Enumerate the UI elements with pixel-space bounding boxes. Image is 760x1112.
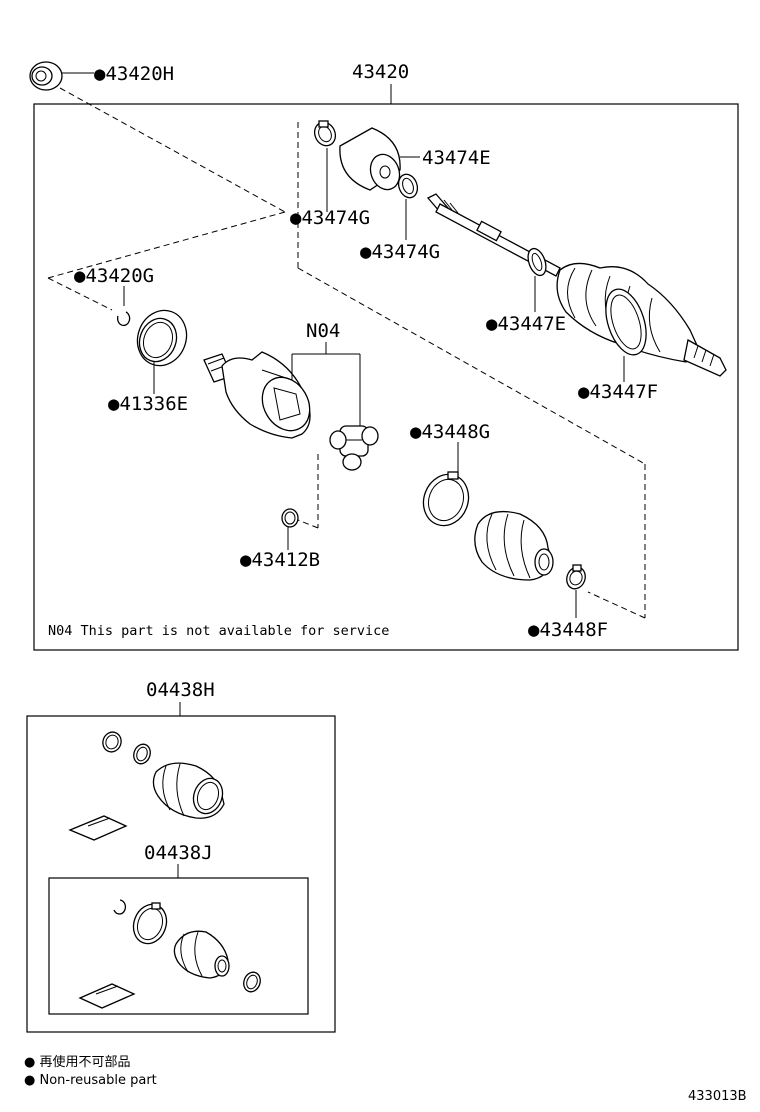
callout-43420G[interactable]: ●43420G <box>74 265 154 287</box>
callout-43474E[interactable]: 43474E <box>422 147 491 169</box>
N04-leaders <box>291 342 361 426</box>
callout-43474G-right[interactable]: ●43474G <box>360 241 440 263</box>
callout-43420H[interactable]: ●43420H <box>94 63 174 85</box>
callout-41336E[interactable]: ●41336E <box>108 393 188 415</box>
clamp-43448F[interactable] <box>564 564 588 592</box>
kit-outer-clamp-2[interactable] <box>131 742 153 766</box>
callout-43447F[interactable]: ●43447F <box>578 381 658 403</box>
boot-kit-outer-frame <box>26 715 336 1033</box>
callout-43448G[interactable]: ●43448G <box>410 421 490 443</box>
main-assembly-frame <box>33 103 739 651</box>
spider-N04[interactable] <box>329 425 379 471</box>
clamp-43447F[interactable] <box>598 284 653 360</box>
callout-N04[interactable]: N04 <box>306 320 340 342</box>
callout-43447E[interactable]: ●43447E <box>486 313 566 335</box>
kit-inner-snap-ring[interactable] <box>113 899 127 915</box>
callout-43412B[interactable]: ●43412B <box>240 549 320 571</box>
clamp-43474G-left[interactable] <box>311 119 339 149</box>
kit-inner-clamp-small[interactable] <box>241 970 263 994</box>
kit-inner-grease-packet[interactable] <box>78 983 136 1009</box>
boot-kit-inner-label[interactable]: 04438J <box>144 842 213 864</box>
oil-seal-43420H[interactable] <box>29 61 63 91</box>
main-assembly-label[interactable]: 43420 <box>352 61 409 83</box>
boot-kit-outer-label[interactable]: 04438H <box>146 679 215 701</box>
callout-43474G-left[interactable]: ●43474G <box>290 207 370 229</box>
clamp-43448G[interactable] <box>416 468 475 532</box>
kit-outer-clamp-1[interactable] <box>100 730 124 755</box>
service-note: N04 This part is not available for servi… <box>48 623 389 639</box>
snap-ring-43412B[interactable] <box>281 508 299 528</box>
kit-outer-grease-packet[interactable] <box>68 815 128 841</box>
clamp-43447E[interactable] <box>525 246 550 278</box>
inboard-boot[interactable] <box>474 510 554 581</box>
figure-id: 433013B <box>688 1089 747 1104</box>
kit-inner-boot[interactable] <box>173 930 230 979</box>
clamp-43474G-right[interactable] <box>395 172 420 201</box>
legend-en: ● Non-reusable part <box>24 1073 157 1088</box>
kit-outer-boot[interactable] <box>152 762 227 819</box>
dashed-guides <box>47 87 646 619</box>
legend-jp: ● 再使用不可部品 <box>24 1054 130 1070</box>
dynamic-damper-43474E[interactable] <box>339 127 404 194</box>
callout-43448F[interactable]: ●43448F <box>528 619 608 641</box>
outboard-stub[interactable] <box>683 338 727 377</box>
snap-ring-43420G[interactable] <box>116 311 131 327</box>
kit-inner-clamp-large[interactable] <box>128 900 172 949</box>
inboard-joint-housing[interactable] <box>203 351 319 439</box>
deflector-41336E[interactable] <box>130 303 194 372</box>
